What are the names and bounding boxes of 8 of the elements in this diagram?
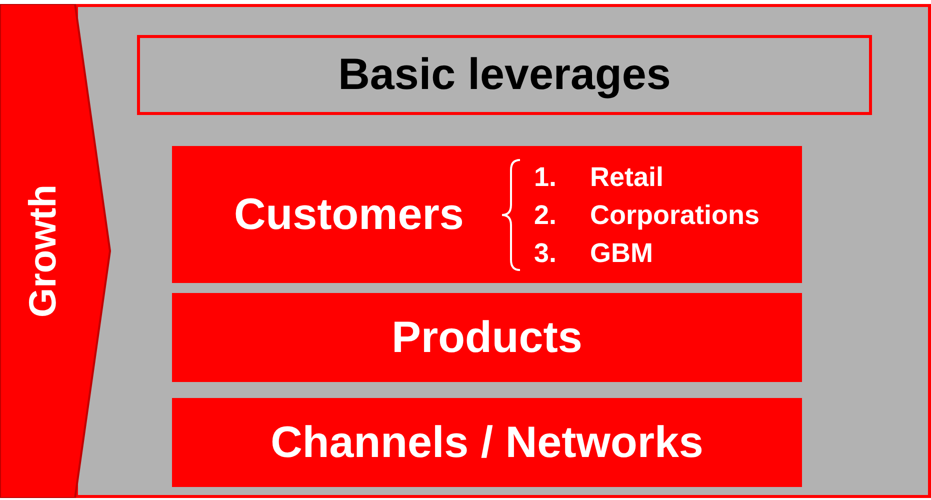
growth-label: Growth (22, 184, 66, 318)
lever-box: Channels / Networks (172, 398, 802, 487)
lever-title: Customers (234, 190, 464, 240)
list-item: 1. Retail (534, 162, 664, 193)
lever-box: Products (172, 293, 802, 382)
heading-box: Basic leverages (137, 35, 872, 115)
list-item: 2. Corporations (534, 200, 760, 231)
list-item: 3. GBM (534, 238, 654, 269)
